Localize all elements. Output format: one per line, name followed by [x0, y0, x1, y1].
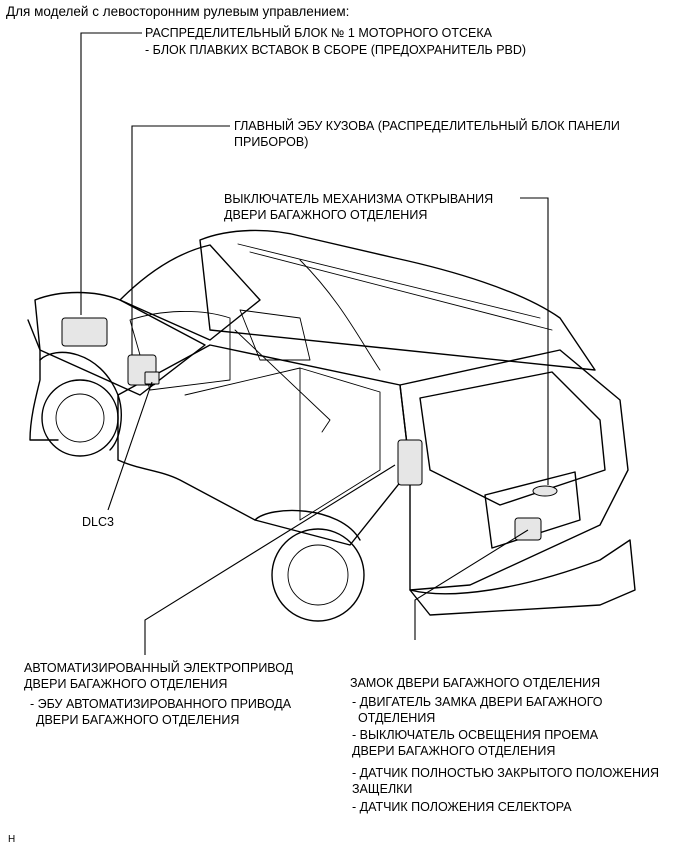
- diagram-heading: Для моделей с левосторонним рулевым упра…: [6, 4, 350, 19]
- dlc3-part: [144, 371, 160, 385]
- leader-lines: [80, 32, 549, 655]
- label-dlc3: DLC3: [82, 515, 114, 529]
- label-power-back-door-unit: АВТОМАТИЗИРОВАННЫЙ ЭЛЕКТРОПРИВОД: [24, 661, 294, 675]
- label-power-back-door-ecu: - ЭБУ АВТОМАТИЗИРОВАННОГО ПРИВОДА: [30, 697, 292, 711]
- label-lock-motor-cont: ОТДЕЛЕНИЯ: [358, 711, 436, 725]
- label-lock-motor: - ДВИГАТЕЛЬ ЗАМКА ДВЕРИ БАГАЖНОГО: [352, 695, 603, 709]
- back-door-lock-part: [514, 517, 542, 541]
- footer-mark: H: [8, 834, 16, 845]
- label-fusible-link-block: - БЛОК ПЛАВКИХ ВСТАВОК В СБОРЕ (ПРЕДОХРА…: [145, 43, 527, 57]
- label-back-door-opener-switch-cont: ДВЕРИ БАГАЖНОГО ОТДЕЛЕНИЯ: [224, 208, 428, 222]
- power-back-door-unit-part: [397, 439, 423, 486]
- label-selector-position-sensor: - ДАТЧИК ПОЛОЖЕНИЯ СЕЛЕКТОРА: [352, 800, 572, 814]
- engine-fuse-block-part: [61, 317, 108, 347]
- label-full-closed-sensor: - ДАТЧИК ПОЛНОСТЬЮ ЗАКРЫТОГО ПОЛОЖЕНИЯ: [352, 766, 660, 780]
- label-full-closed-sensor-cont: ЗАЩЕЛКИ: [352, 782, 413, 796]
- label-courtesy-switch: - ВЫКЛЮЧАТЕЛЬ ОСВЕЩЕНИЯ ПРОЕМА: [352, 728, 599, 742]
- label-engine-fuse-block: РАСПРЕДЕЛИТЕЛЬНЫЙ БЛОК № 1 МОТОРНОГО ОТС…: [145, 26, 492, 40]
- label-back-door-lock: ЗАМОК ДВЕРИ БАГАЖНОГО ОТДЕЛЕНИЯ: [350, 676, 601, 690]
- label-power-back-door-ecu-cont: ДВЕРИ БАГАЖНОГО ОТДЕЛЕНИЯ: [36, 713, 240, 727]
- back-door-opener-switch-part: [532, 485, 558, 497]
- label-courtesy-switch-cont: ДВЕРИ БАГАЖНОГО ОТДЕЛЕНИЯ: [352, 744, 556, 758]
- label-back-door-opener-switch: ВЫКЛЮЧАТЕЛЬ МЕХАНИЗМА ОТКРЫВАНИЯ: [224, 192, 494, 206]
- label-main-body-ecu-cont: ПРИБОРОВ): [234, 135, 309, 149]
- label-power-back-door-unit-cont: ДВЕРИ БАГАЖНОГО ОТДЕЛЕНИЯ: [24, 677, 228, 691]
- label-main-body-ecu: ГЛАВНЫЙ ЭБУ КУЗОВА (РАСПРЕДЕЛИТЕЛЬНЫЙ БЛ…: [234, 119, 620, 133]
- vehicle-body: [27, 229, 636, 622]
